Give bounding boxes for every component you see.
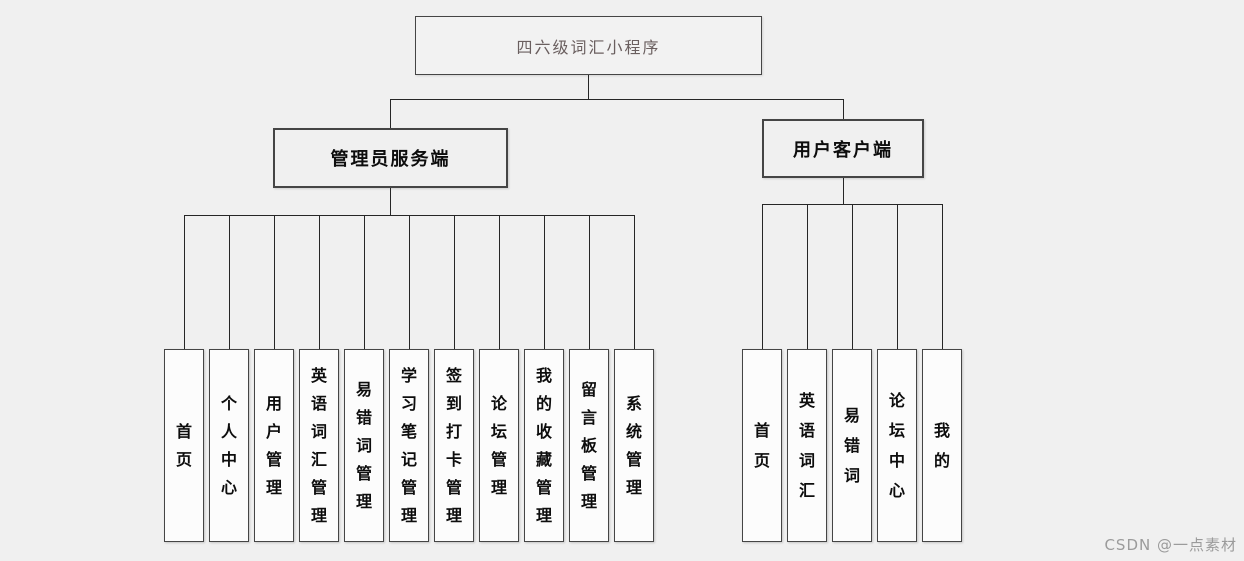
leaf-admin-message-board-management: 留言板管理 [569,349,609,542]
leaf-user-english-vocabulary: 英语词汇 [787,349,827,542]
connector-line [843,99,844,119]
connector-line [634,215,635,349]
leaf-label: 留言板管理 [580,379,597,511]
user-client-label: 用户客户端 [793,139,893,161]
connector-line [184,215,185,349]
leaf-label: 英语词汇 [798,390,815,500]
connector-line [390,99,844,100]
leaf-admin-home: 首页 [164,349,204,542]
leaf-label: 学习笔记管理 [400,365,417,525]
csdn-watermark: CSDN @一点素材 [1104,536,1237,554]
connector-line [409,215,410,349]
leaf-user-mine: 我的 [922,349,962,542]
connector-line [229,215,230,349]
connector-line [762,204,763,349]
connector-line [274,215,275,349]
leaf-admin-check-in-management: 签到打卡管理 [434,349,474,542]
leaf-user-error-prone-words: 易错词 [832,349,872,542]
connector-line [499,215,500,349]
leaf-label: 签到打卡管理 [445,365,462,525]
leaf-admin-error-prone-words-management: 易错词管理 [344,349,384,542]
leaf-label: 首页 [753,420,770,470]
leaf-user-home: 首页 [742,349,782,542]
connector-line [390,99,391,128]
connector-line [588,75,589,99]
node-root: 四六级词汇小程序 [415,16,762,75]
connector-line [544,215,545,349]
root-label: 四六级词汇小程序 [516,37,661,57]
leaf-admin-forum-management: 论坛管理 [479,349,519,542]
node-admin-server: 管理员服务端 [273,128,508,188]
leaf-label: 我的 [933,420,950,470]
connector-line [843,178,844,204]
connector-line [454,215,455,349]
leaf-label: 易错词 [843,405,860,485]
connector-line [897,204,898,349]
leaf-label: 用户管理 [265,393,282,497]
leaf-label: 英语词汇管理 [310,365,327,525]
connector-line [319,215,320,349]
leaf-label: 首页 [175,421,192,469]
leaf-label: 论坛管理 [490,393,507,497]
leaf-label: 易错词管理 [355,379,372,511]
leaf-user-forum-center: 论坛中心 [877,349,917,542]
leaf-admin-system-management: 系统管理 [614,349,654,542]
connector-line [364,215,365,349]
leaf-label: 论坛中心 [888,390,905,500]
leaf-admin-personal-center: 个人中心 [209,349,249,542]
leaf-admin-my-favorites-management: 我的收藏管理 [524,349,564,542]
leaf-admin-user-management: 用户管理 [254,349,294,542]
connector-line [807,204,808,349]
connector-line [942,204,943,349]
leaf-admin-study-notes-management: 学习笔记管理 [389,349,429,542]
leaf-label: 我的收藏管理 [535,365,552,525]
leaf-label: 个人中心 [220,393,237,497]
leaf-admin-english-vocabulary-management: 英语词汇管理 [299,349,339,542]
node-user-client: 用户客户端 [762,119,924,178]
admin-server-label: 管理员服务端 [330,149,451,170]
connector-line [852,204,853,349]
connector-line [589,215,590,349]
connector-line [390,188,391,215]
leaf-label: 系统管理 [625,393,642,497]
